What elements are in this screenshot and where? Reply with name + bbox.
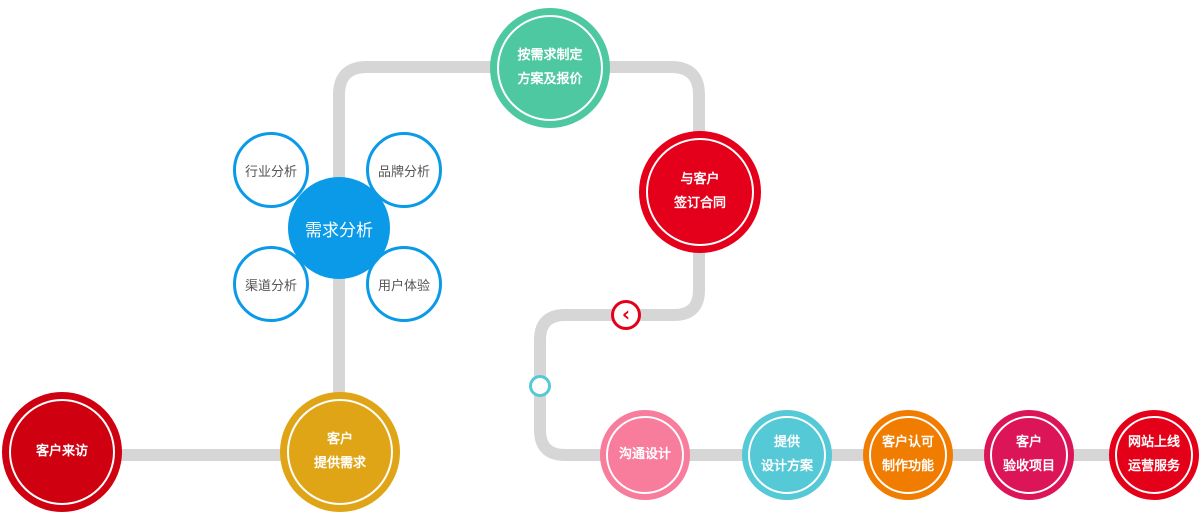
sub-node-label: 用户体验 [377,278,430,294]
step-label: 客户 提供需求 [313,432,366,471]
sub-node-user-experience: 用户体验 [366,246,442,322]
step-customer-visit: 客户来访 [2,392,122,512]
step-ring [646,138,754,246]
step-sign-contract: 与客户 签订合同 [639,131,761,253]
step-label: 与客户 签订合同 [673,172,726,211]
chevron-glyph: ‹ [621,301,631,326]
step-label: 客户认可 制作功能 [881,435,934,474]
step-label: 客户 验收项目 [1002,435,1055,474]
step-label: 提供 设计方案 [760,435,813,474]
step-launch-and-operate: 网站上线 运营服务 [1109,410,1199,500]
step-label: 客户来访 [35,444,88,459]
hub-node-requirement-analysis: 需求分析 [288,177,390,279]
step-ring [1115,416,1193,494]
sub-node-label: 行业分析 [244,164,297,180]
step-design-communication: 沟通设计 [600,410,690,500]
step-ring [990,416,1068,494]
step-ring [606,416,684,494]
track-path [60,61,1150,461]
step-label: 按需求制定 方案及报价 [517,48,583,87]
step-ring [497,15,603,121]
step-provide-requirements: 客户 提供需求 [280,392,400,512]
step-acceptance: 客户 验收项目 [984,410,1074,500]
step-plan-and-quote: 按需求制定 方案及报价 [490,8,610,128]
sub-node-channel: 渠道分析 [233,246,309,322]
sub-node-industry: 行业分析 [233,132,309,208]
sub-node-label: 渠道分析 [244,278,297,294]
step-ring [287,399,393,505]
step-label: 网站上线 运营服务 [1127,435,1180,474]
step-approve-and-build: 客户认可 制作功能 [863,410,953,500]
step-ring [869,416,947,494]
step-provide-design: 提供 设计方案 [742,410,832,500]
step-label: 沟通设计 [618,447,671,462]
hub-label: 需求分析 [305,220,373,241]
step-ring [748,416,826,494]
step-ring [9,399,115,505]
sub-node-label: 品牌分析 [377,164,430,180]
ring-icon [529,375,551,397]
chevron-left-icon: ‹ [611,300,641,330]
